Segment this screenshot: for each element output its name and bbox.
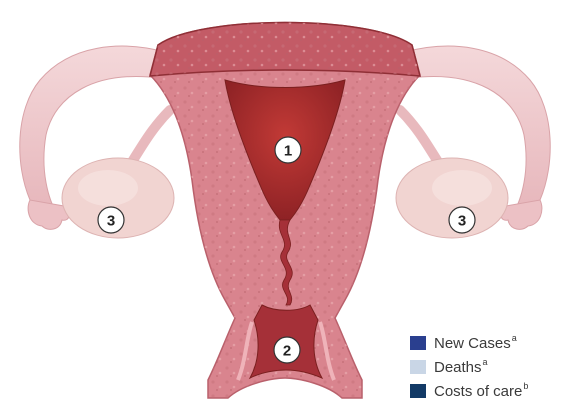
legend-swatch-new-cases	[410, 336, 426, 350]
marker-uterus: 1	[275, 137, 301, 163]
svg-text:2: 2	[283, 343, 291, 360]
legend-swatch-deaths	[410, 360, 426, 374]
legend-label-new-cases: New Casesa	[434, 334, 517, 352]
legend-label-costs-of-care: Costs of careb	[434, 382, 528, 400]
legend: New Casesa Deathsa Costs of careb	[410, 332, 566, 404]
marker-ovary-left: 3	[98, 207, 124, 233]
marker-ovary-right: 3	[449, 207, 475, 233]
svg-text:1: 1	[284, 143, 292, 160]
svg-text:3: 3	[107, 213, 115, 230]
marker-cervix: 2	[274, 337, 300, 363]
legend-item-new-cases: New Casesa	[410, 332, 566, 354]
legend-swatch-costs-of-care	[410, 384, 426, 398]
svg-text:3: 3	[458, 213, 466, 230]
legend-item-costs-of-care: Costs of careb	[410, 380, 566, 402]
legend-label-deaths: Deathsa	[434, 358, 488, 376]
legend-item-deaths: Deathsa	[410, 356, 566, 378]
